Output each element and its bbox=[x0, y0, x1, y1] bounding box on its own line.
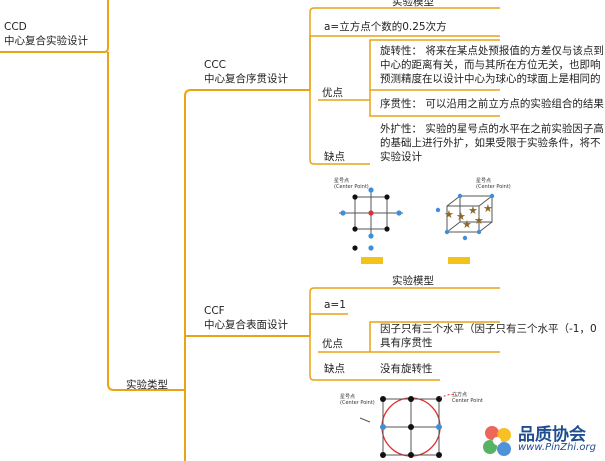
svg-text:★: ★ bbox=[462, 218, 472, 231]
cube-point bbox=[352, 245, 358, 251]
ccc-title: CCC bbox=[204, 59, 226, 71]
ccf-adv-line-1: 因子只有三个水平（因子只有三个水平（-1，0 bbox=[380, 323, 597, 335]
cube-point bbox=[352, 226, 358, 232]
ccc-dis-node[interactable]: 缺点 bbox=[324, 151, 345, 163]
ccf-dis-connector bbox=[309, 336, 440, 381]
fig3-left-title-2: (Center Point) bbox=[340, 400, 375, 406]
svg-text:★: ★ bbox=[468, 204, 478, 217]
ccf-node[interactable]: CCF 中心复合表面设计 bbox=[204, 304, 288, 332]
ccc-ext-line-3: 实验设计 bbox=[380, 151, 422, 163]
ccc-subtitle: 中心复合序贯设计 bbox=[204, 73, 288, 85]
ccf-design-figure bbox=[359, 393, 459, 458]
svg-text:★: ★ bbox=[474, 214, 484, 227]
root-subtitle: 中心复合实验设计 bbox=[4, 35, 88, 47]
ccc-model-node[interactable]: 实验模型 bbox=[392, 0, 434, 8]
ccc-a-node[interactable]: a=立方点个数的0.25次方 bbox=[324, 21, 447, 33]
fig2-title: 星号点 (Center Point) bbox=[476, 178, 511, 190]
star-point bbox=[368, 233, 374, 239]
fig3-left-title: 星号点 (Center Point) bbox=[340, 394, 375, 406]
ccc-dis-connector bbox=[309, 90, 370, 165]
ccc-connector bbox=[184, 89, 310, 461]
types-connector bbox=[107, 52, 185, 391]
root-connector bbox=[0, 0, 109, 53]
fig1-title-1: 星号点 bbox=[334, 178, 350, 184]
ccf-dis-node[interactable]: 缺点 bbox=[324, 363, 345, 375]
star-point bbox=[340, 210, 346, 216]
ccc-rot-line-2: 中心的距离有关，而与其所在方位无关，也即响 bbox=[380, 59, 601, 71]
cube-point bbox=[352, 194, 358, 200]
ccf-adv-node[interactable]: 优点 bbox=[322, 338, 343, 350]
ccc-3d-design-figure: ★ ★ ★ ★ ★ ★ bbox=[435, 193, 495, 241]
center-point bbox=[368, 210, 374, 216]
ccf-title: CCF bbox=[204, 305, 225, 317]
ccc-ext-line-2: 的基础上进行外扩，如果受限于实验条件，将不 bbox=[380, 137, 601, 149]
fig3-left-title-1: 星号点 bbox=[340, 394, 356, 400]
ccf-dis-text-node[interactable]: 没有旋转性 bbox=[380, 363, 433, 375]
ccc-model-connector bbox=[309, 7, 500, 90]
watermark-logo: 品质协会 www.PinZhi.org bbox=[480, 420, 605, 461]
ccc-rotatability-node[interactable]: 旋转性： 将来在某点处预报值的方差仅与该点到 中心的距离有关，而与其所在方位无关… bbox=[380, 44, 604, 86]
ccf-a-connector bbox=[309, 313, 348, 336]
fig1-title: 星号点 (Center Point) bbox=[334, 178, 369, 190]
svg-text:★: ★ bbox=[456, 210, 466, 223]
fig3-right-title-1: 立方点 bbox=[452, 392, 468, 398]
fig2-caption-tag bbox=[448, 257, 470, 264]
fig1-caption-tag bbox=[361, 257, 383, 264]
cube-point bbox=[384, 226, 390, 232]
fig3-right-title: 立方点 Center Point bbox=[452, 392, 483, 404]
cube-point bbox=[384, 194, 390, 200]
ccf-model-connector bbox=[309, 287, 500, 336]
ccc-2d-design-figure bbox=[339, 187, 403, 251]
fig3-right-title-2: Center Point bbox=[452, 398, 483, 404]
fig2-title-2: (Center Point) bbox=[476, 184, 511, 190]
flower-icon bbox=[483, 426, 511, 456]
ccc-ext-line-1: 外扩性： 实验的星号点的水平在之前实验因子高 bbox=[380, 123, 604, 135]
ccf-adv-text-node[interactable]: 因子只有三个水平（因子只有三个水平（-1，0 具有序贯性 bbox=[380, 322, 597, 350]
ccc-sequential-node[interactable]: 序贯性： 可以沿用之前立方点的实验组合的结果 bbox=[380, 98, 604, 110]
ccc-rot-line-1: 旋转性： 将来在某点处预报值的方差仅与该点到 bbox=[380, 45, 604, 57]
ccf-adv-line-2: 具有序贯性 bbox=[380, 337, 433, 349]
star-point bbox=[368, 187, 374, 193]
ccf-subtitle: 中心复合表面设计 bbox=[204, 319, 288, 331]
ccc-node[interactable]: CCC 中心复合序贯设计 bbox=[204, 58, 288, 86]
svg-text:★: ★ bbox=[444, 208, 454, 221]
star-point bbox=[368, 245, 374, 251]
fig1-title-2: (Center Point) bbox=[334, 184, 369, 190]
root-node[interactable]: CCD 中心复合实验设计 bbox=[4, 20, 88, 48]
ccc-a-connector bbox=[309, 35, 500, 90]
star-point bbox=[396, 210, 402, 216]
svg-text:★: ★ bbox=[483, 202, 493, 215]
types-node[interactable]: 实验类型 bbox=[126, 379, 168, 391]
ccc-adv-node[interactable]: 优点 bbox=[322, 87, 343, 99]
ccf-model-node[interactable]: 实验模型 bbox=[392, 275, 434, 287]
fig2-title-1: 星号点 bbox=[476, 178, 492, 184]
root-title: CCD bbox=[4, 21, 27, 33]
ccf-a-node[interactable]: a=1 bbox=[324, 299, 346, 311]
watermark-cn: 品质协会 bbox=[518, 425, 586, 445]
watermark-url[interactable]: www.PinZhi.org bbox=[518, 442, 596, 453]
ccc-extension-node[interactable]: 外扩性： 实验的星号点的水平在之前实验因子高 的基础上进行外扩，如果受限于实验条… bbox=[380, 122, 604, 164]
ccc-rot-line-3: 预测精度在以设计中心为球心的球面上是相同的 bbox=[380, 73, 601, 85]
